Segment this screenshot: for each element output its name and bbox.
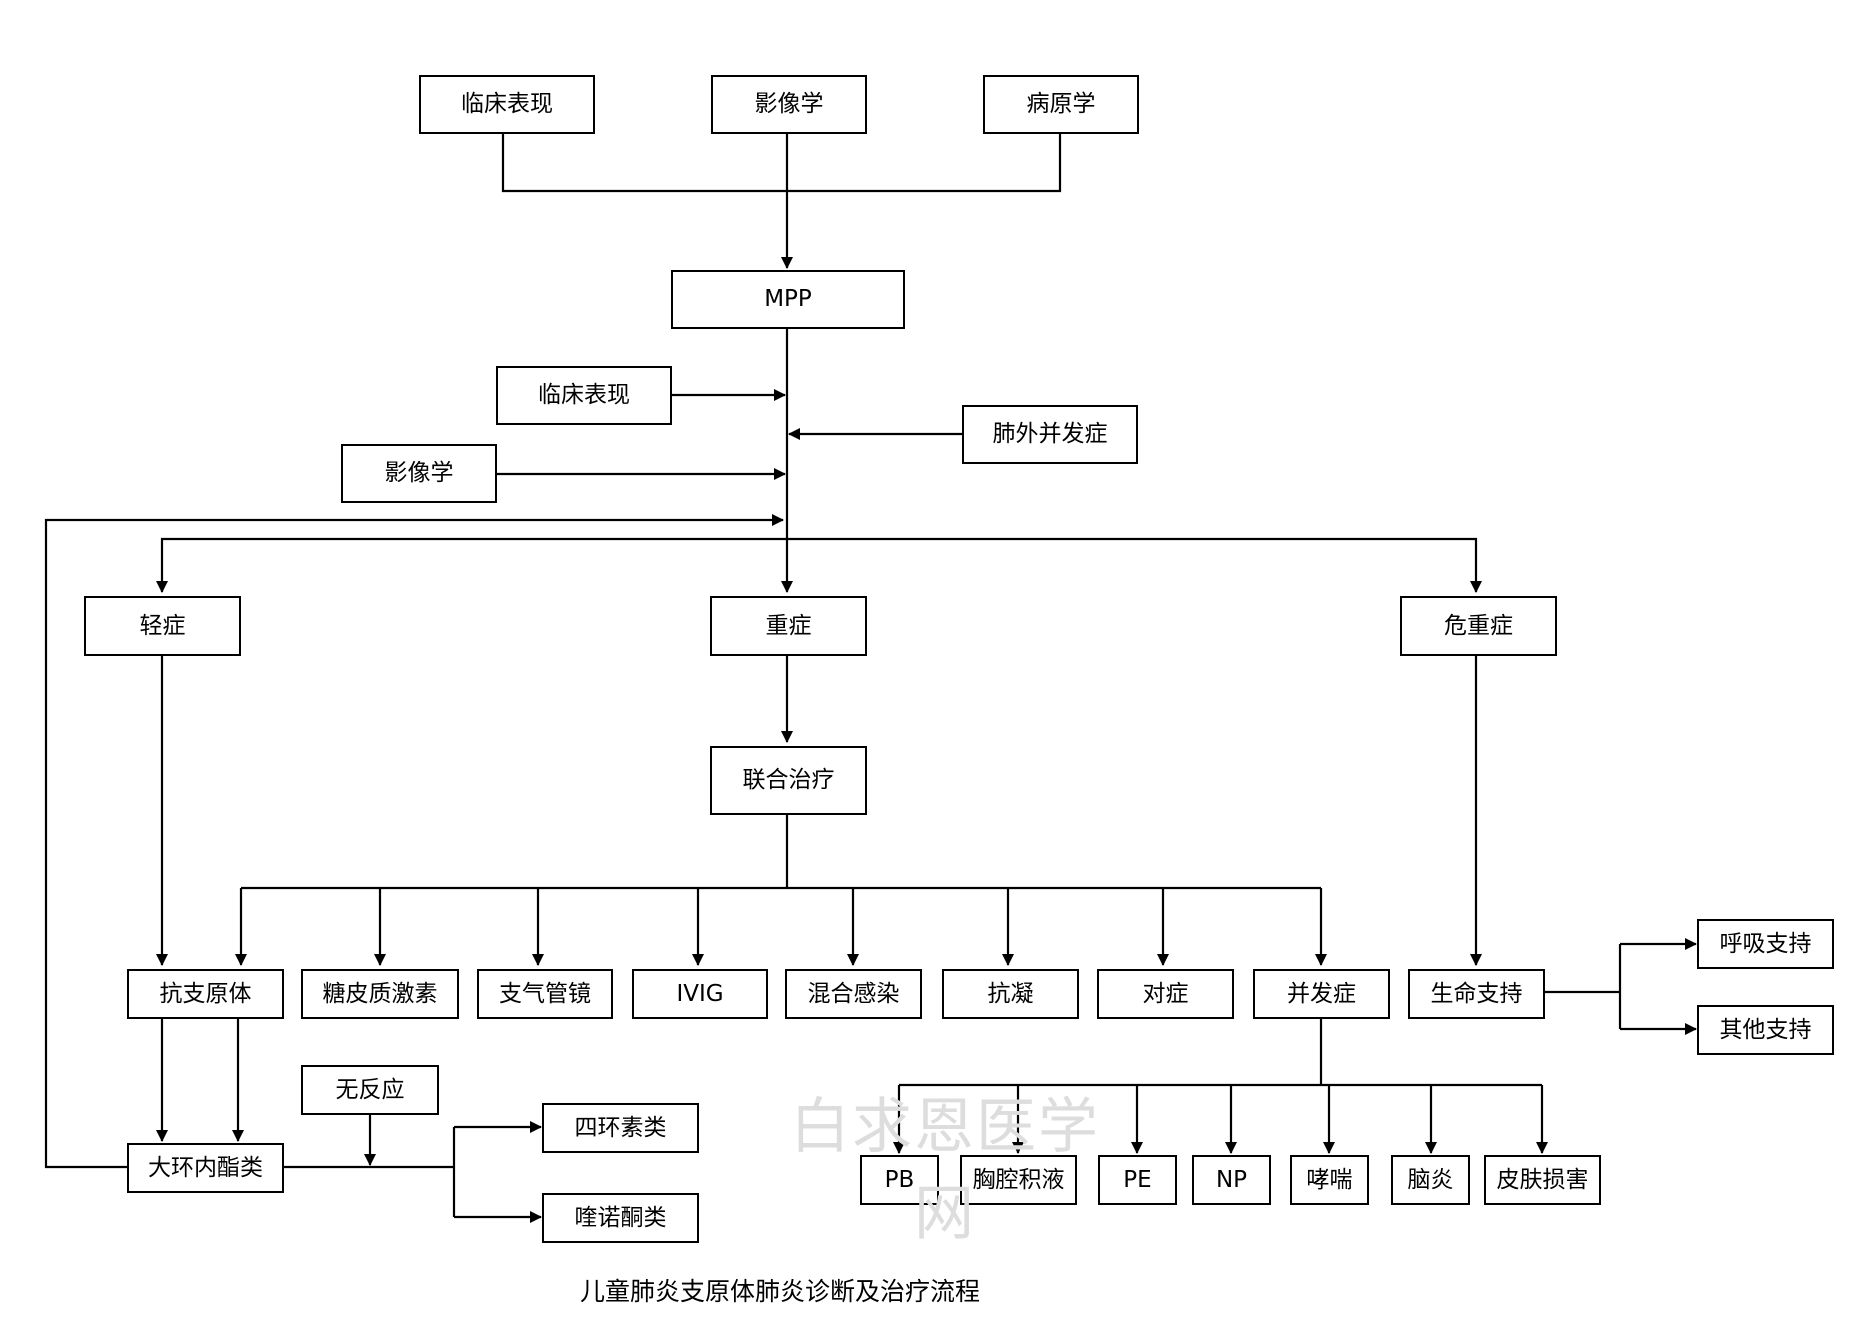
node-glucocorticoid: 糖皮质激素 (301, 969, 459, 1019)
node-np: NP (1192, 1155, 1271, 1205)
node-ivig: IVIG (632, 969, 768, 1019)
edge-pathogen (787, 133, 1062, 193)
node-pe: PE (1098, 1155, 1177, 1205)
node-no-response: 无反应 (301, 1065, 439, 1115)
node-encephalitis: 脑炎 (1391, 1155, 1470, 1205)
node-pathogen: 病原学 (983, 75, 1139, 134)
node-respiratory-support: 呼吸支持 (1697, 919, 1834, 969)
node-pb: PB (860, 1155, 939, 1205)
edge-life-bus (1544, 944, 1622, 1029)
edge-branch-critical (787, 537, 1482, 593)
node-mixed-infection: 混合感染 (785, 969, 922, 1019)
edge-combined-bus (241, 814, 1321, 890)
diagram-caption: 儿童肺炎支原体肺炎诊断及治疗流程 (579, 1277, 980, 1306)
node-skin-damage: 皮肤损害 (1484, 1155, 1601, 1205)
node-mpp: MPP (671, 270, 905, 329)
node-quinolones: 喹诺酮类 (542, 1193, 699, 1243)
node-anticoagulation: 抗凝 (942, 969, 1079, 1019)
node-tetracyclines: 四环素类 (542, 1103, 699, 1153)
node-severe: 重症 (710, 596, 867, 656)
node-extrapulmonary: 肺外并发症 (962, 405, 1138, 464)
edge-complication-bus (899, 1018, 1542, 1087)
node-mild: 轻症 (84, 596, 241, 656)
node-clinical-side: 临床表现 (496, 366, 672, 425)
node-wheezing: 哮喘 (1290, 1155, 1369, 1205)
edge-clinical-top (501, 133, 787, 193)
node-symptomatic: 对症 (1097, 969, 1234, 1019)
node-bronchoscopy: 支气管镜 (477, 969, 613, 1019)
node-macrolides: 大环内酯类 (127, 1143, 284, 1193)
node-pleural-effusion: 胸腔积液 (960, 1155, 1077, 1205)
watermark: 白求恩医学网 (790, 1092, 1100, 1249)
node-anti-mp: 抗支原体 (127, 969, 284, 1019)
node-other-support: 其他支持 (1697, 1005, 1834, 1055)
edge-feedback-loop (44, 514, 784, 1169)
node-imaging-side: 影像学 (341, 444, 497, 503)
node-complications: 并发症 (1253, 969, 1390, 1019)
edge-branch-mild (156, 537, 787, 593)
node-clinical-top: 临床表现 (419, 75, 595, 134)
node-imaging-top: 影像学 (711, 75, 867, 134)
edge-macrolide-bus (284, 1127, 456, 1217)
node-combined-therapy: 联合治疗 (710, 746, 867, 815)
node-critical: 危重症 (1400, 596, 1557, 656)
node-life-support: 生命支持 (1408, 969, 1545, 1019)
